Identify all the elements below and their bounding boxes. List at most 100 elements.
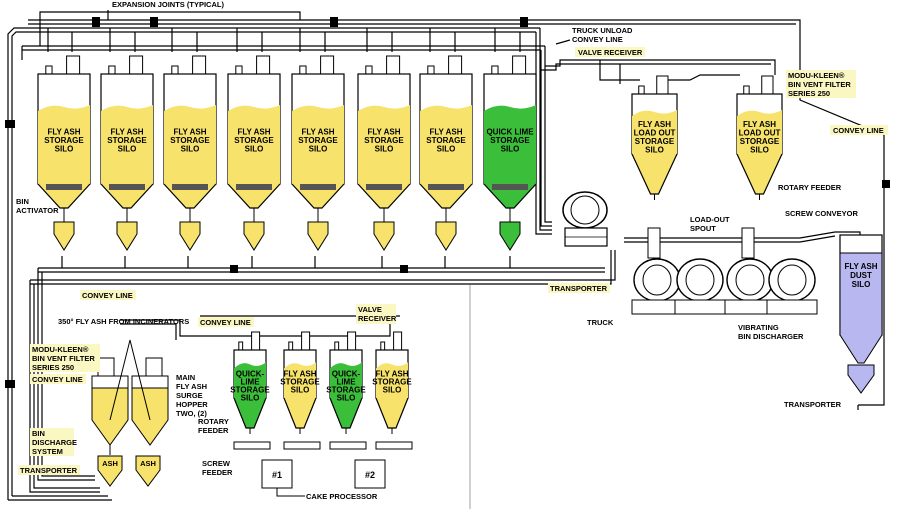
silo-label-line: SILO: [309, 145, 328, 154]
silo-label-line: STORAGE: [107, 136, 147, 145]
bin-discharge-highlight: [30, 428, 74, 456]
silo-label-line: FLY ASH: [47, 128, 80, 137]
dust-silo-label-line: SILO: [852, 280, 871, 289]
silo-label-line: STORAGE: [230, 385, 270, 394]
inlet-valve: [108, 65, 116, 75]
transporter-cone: [499, 221, 521, 251]
silo-material-fill: [38, 105, 90, 208]
inlet-valve: [427, 65, 435, 75]
fly-ash-incinerators-label: 350° FLY ASH FROM INCINERATORS: [58, 317, 189, 326]
screw-feeder-2: FEEDER: [202, 468, 233, 477]
silo-label-line: STORAGE: [326, 385, 366, 394]
silo-label-line: FLY ASH: [429, 128, 462, 137]
expansion-joints: [5, 17, 890, 388]
load-out-spout-label-2: SPOUT: [690, 224, 716, 233]
silo-material-fill: [737, 110, 782, 194]
silo-label-line: SILO: [750, 146, 769, 155]
bin-activator: [46, 184, 82, 190]
truck-tank: [674, 258, 726, 315]
silo-material-fill: [632, 110, 677, 194]
surge-hopper: [91, 357, 129, 455]
silo-label-line: FLY ASH: [367, 128, 400, 137]
silo-label-line: STORAGE: [372, 377, 412, 386]
annotation-labels: EXPANSION JOINTS (TYPICAL) TRUCK UNLOAD …: [16, 0, 888, 501]
silo-label-line: QUICK LIME: [486, 128, 534, 137]
bin-activator: [492, 184, 528, 190]
silo-label-line: SILO: [501, 145, 520, 154]
silo-label-line: LOAD OUT: [634, 129, 676, 138]
screw-feeder-1: SCREW: [202, 459, 231, 468]
ash-label-2: ASH: [140, 459, 156, 468]
load-out-spout-label-1: LOAD-OUT: [690, 215, 730, 224]
cake-processor-1-label: #1: [272, 470, 282, 480]
valve-receiver-mid-2: RECEIVER: [358, 314, 397, 323]
cake-processors: #1 #2: [261, 459, 386, 497]
inlet-valve: [171, 65, 179, 75]
convey-line-mid2-highlight: [198, 317, 254, 327]
transporter-cone: [116, 221, 138, 251]
valve-receiver-top-highlight: [575, 47, 645, 57]
bin-activator-label-2: ACTIVATOR: [16, 206, 59, 215]
bin-activator: [172, 184, 208, 190]
silo-material-fill: [101, 105, 153, 208]
silo-material-fill: [376, 362, 408, 428]
cake-processor-label: CAKE PROCESSOR: [306, 492, 378, 501]
modu-kleen-left-1: MODU-KLEEN®: [32, 345, 89, 354]
modu-kleen-right-highlight: [786, 70, 856, 98]
inlet-valve: [299, 65, 307, 75]
valve-receiver-mid-highlight: [356, 304, 396, 324]
inlet-valve: [491, 65, 499, 75]
transporter-cone: [179, 221, 201, 251]
silo-label-line: LOAD OUT: [739, 129, 781, 138]
convey-line-left-label: CONVEY LINE: [32, 375, 83, 384]
silo-material-fill: [358, 105, 410, 208]
silo-label-line: SILO: [245, 145, 264, 154]
silo-label-line: FLY ASH: [110, 128, 143, 137]
silo-label-line: STORAGE: [635, 137, 675, 146]
rotary-feeder-right-label: ROTARY FEEDER: [778, 183, 842, 192]
truck-tank: [631, 258, 683, 315]
transporter-cone: [435, 221, 457, 251]
cake-processor-2: [354, 459, 386, 489]
ash-transporter: [97, 455, 123, 487]
load-out-spout: [741, 227, 755, 259]
cake-processor-2-label: #2: [365, 470, 375, 480]
inlet-valve: [638, 85, 645, 95]
dust-transporter-cone: [847, 364, 875, 394]
rotary-feeder-bottom-1: ROTARY: [198, 417, 229, 426]
screw-feeder: [233, 441, 271, 450]
transporter-mid-highlight: [548, 283, 610, 293]
silo-label-line: FLY ASH: [283, 369, 316, 378]
truck-tank: [724, 258, 776, 315]
inlet-valve: [380, 341, 386, 351]
silo-label-line: SILO: [291, 385, 310, 394]
silo-label-line: STORAGE: [280, 377, 320, 386]
main-hopper-label-1: MAIN: [176, 373, 195, 382]
silo-material-fill: [234, 362, 266, 428]
valve-receiver-mid-1: VALVE: [358, 305, 382, 314]
transporter-cone: [307, 221, 329, 251]
silo-label-line: SILO: [55, 145, 74, 154]
silo-label-line: SILO: [181, 145, 200, 154]
silo-label-line: SILO: [337, 393, 356, 402]
bin-vent-filter: [393, 331, 403, 351]
vibrating-bin-label-2: BIN DISCHARGER: [738, 332, 804, 341]
silo-label-line: STORAGE: [44, 136, 84, 145]
convey-line-mid-label: CONVEY LINE: [82, 291, 133, 300]
convey-line-right-label: CONVEY LINE: [833, 126, 884, 135]
silo-material-fill: [164, 105, 216, 208]
silo-material-fill: [228, 105, 280, 208]
transporter-mid-label: TRANSPORTER: [550, 284, 608, 293]
silo-material-fill: [420, 105, 472, 208]
main-hopper-label-3: SURGE: [176, 391, 203, 400]
